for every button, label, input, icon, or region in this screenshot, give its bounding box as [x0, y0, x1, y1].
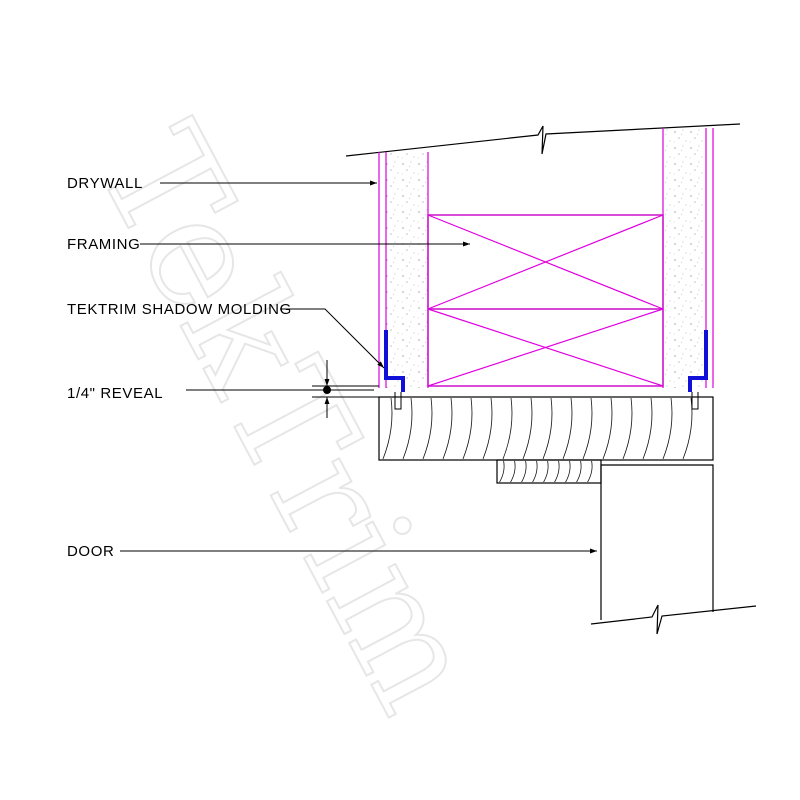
- wood-grain-line: [422, 397, 433, 460]
- wood-grain-line: [587, 460, 593, 483]
- wood-grain-line: [522, 397, 533, 460]
- drywall-left: [378, 152, 429, 388]
- wood-grain-line: [602, 397, 613, 460]
- wood-grain-line: [462, 397, 473, 460]
- wood-grain-line: [521, 460, 527, 483]
- watermark: TekTrim: [62, 99, 513, 739]
- wood-grain-line: [582, 397, 593, 460]
- wood-grain-line: [682, 397, 693, 460]
- framing-members: [427, 214, 664, 387]
- framing-label: FRAMING: [67, 236, 140, 253]
- wood-grain-line: [502, 397, 513, 460]
- reveal-label: 1/4" REVEAL: [67, 385, 163, 402]
- reveal-dimension: [312, 360, 379, 418]
- drywall-right: [662, 128, 714, 388]
- molding-label: TEKTRIM SHADOW MOLDING: [67, 301, 292, 318]
- wood-grain-line: [542, 397, 553, 460]
- wood-grain-line: [532, 460, 538, 483]
- wood-grain-line: [554, 460, 560, 483]
- wood-grain-line: [576, 460, 582, 483]
- wood-grain-line: [382, 397, 393, 460]
- wood-grain-line: [482, 397, 493, 460]
- wood-grain-line: [562, 397, 573, 460]
- header-board: [378, 396, 714, 461]
- molding-leader: [280, 308, 385, 369]
- wood-grain-line: [642, 397, 653, 460]
- wood-grain-line: [402, 397, 413, 460]
- wood-grain-line: [622, 397, 633, 460]
- top-break-line: [345, 123, 741, 157]
- wood-grain-line: [662, 397, 673, 460]
- door-section: [590, 464, 757, 635]
- wood-grain-line: [510, 460, 516, 483]
- door-stop-block: [496, 459, 602, 484]
- shadow-molding-right: [688, 330, 708, 410]
- door-label: DOOR: [67, 543, 114, 560]
- wood-grain-line: [442, 397, 453, 460]
- watermark-text: TekTrim: [63, 100, 512, 738]
- wood-grain-line: [499, 460, 505, 483]
- wood-grain-line: [543, 460, 549, 483]
- drywall-label: DRYWALL: [67, 175, 143, 192]
- wood-grain-line: [565, 460, 571, 483]
- shadow-molding-left: [384, 330, 405, 410]
